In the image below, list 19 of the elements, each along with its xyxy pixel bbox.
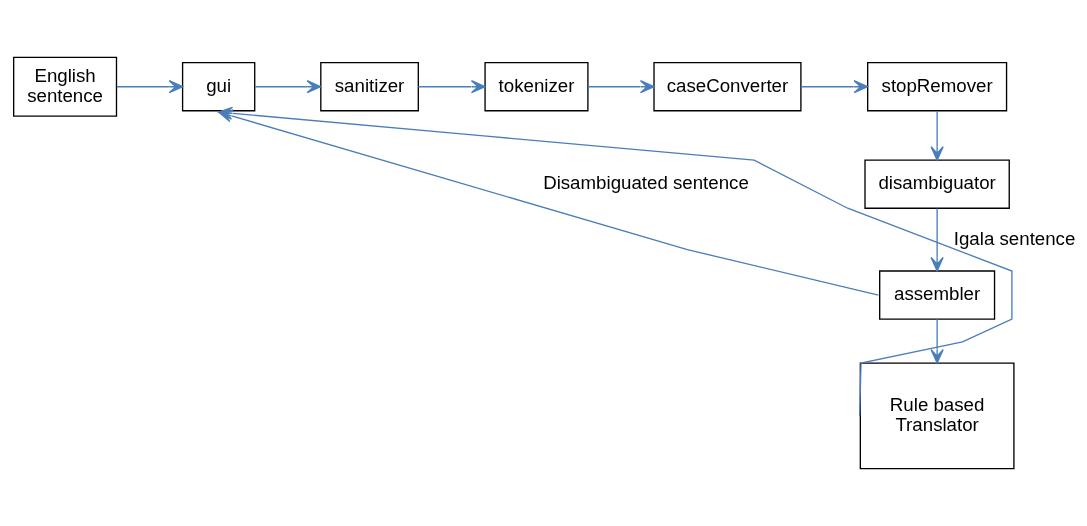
- node-box: disambiguator: [864, 159, 1010, 209]
- node-box: Rule based Translator: [859, 362, 1015, 470]
- edge-label: Disambiguated sentence: [543, 172, 749, 194]
- node-box: gui: [181, 62, 256, 112]
- arrow: [417, 80, 486, 94]
- node-box: tokenizer: [484, 62, 589, 112]
- node-box: sanitizer: [320, 62, 419, 112]
- edge-label: Igala sentence: [953, 227, 1076, 249]
- arrow: [587, 80, 655, 94]
- node-box: assembler: [879, 270, 996, 320]
- arrow: [116, 80, 184, 94]
- arrow: [254, 80, 322, 94]
- arrow: [930, 110, 944, 161]
- node-box: English sentence: [13, 56, 118, 117]
- node-box: stopRemover: [867, 62, 1008, 112]
- arrow: [930, 318, 944, 364]
- arrow: [930, 207, 944, 272]
- arrow: [800, 80, 869, 94]
- node-box: caseConverter: [653, 62, 802, 112]
